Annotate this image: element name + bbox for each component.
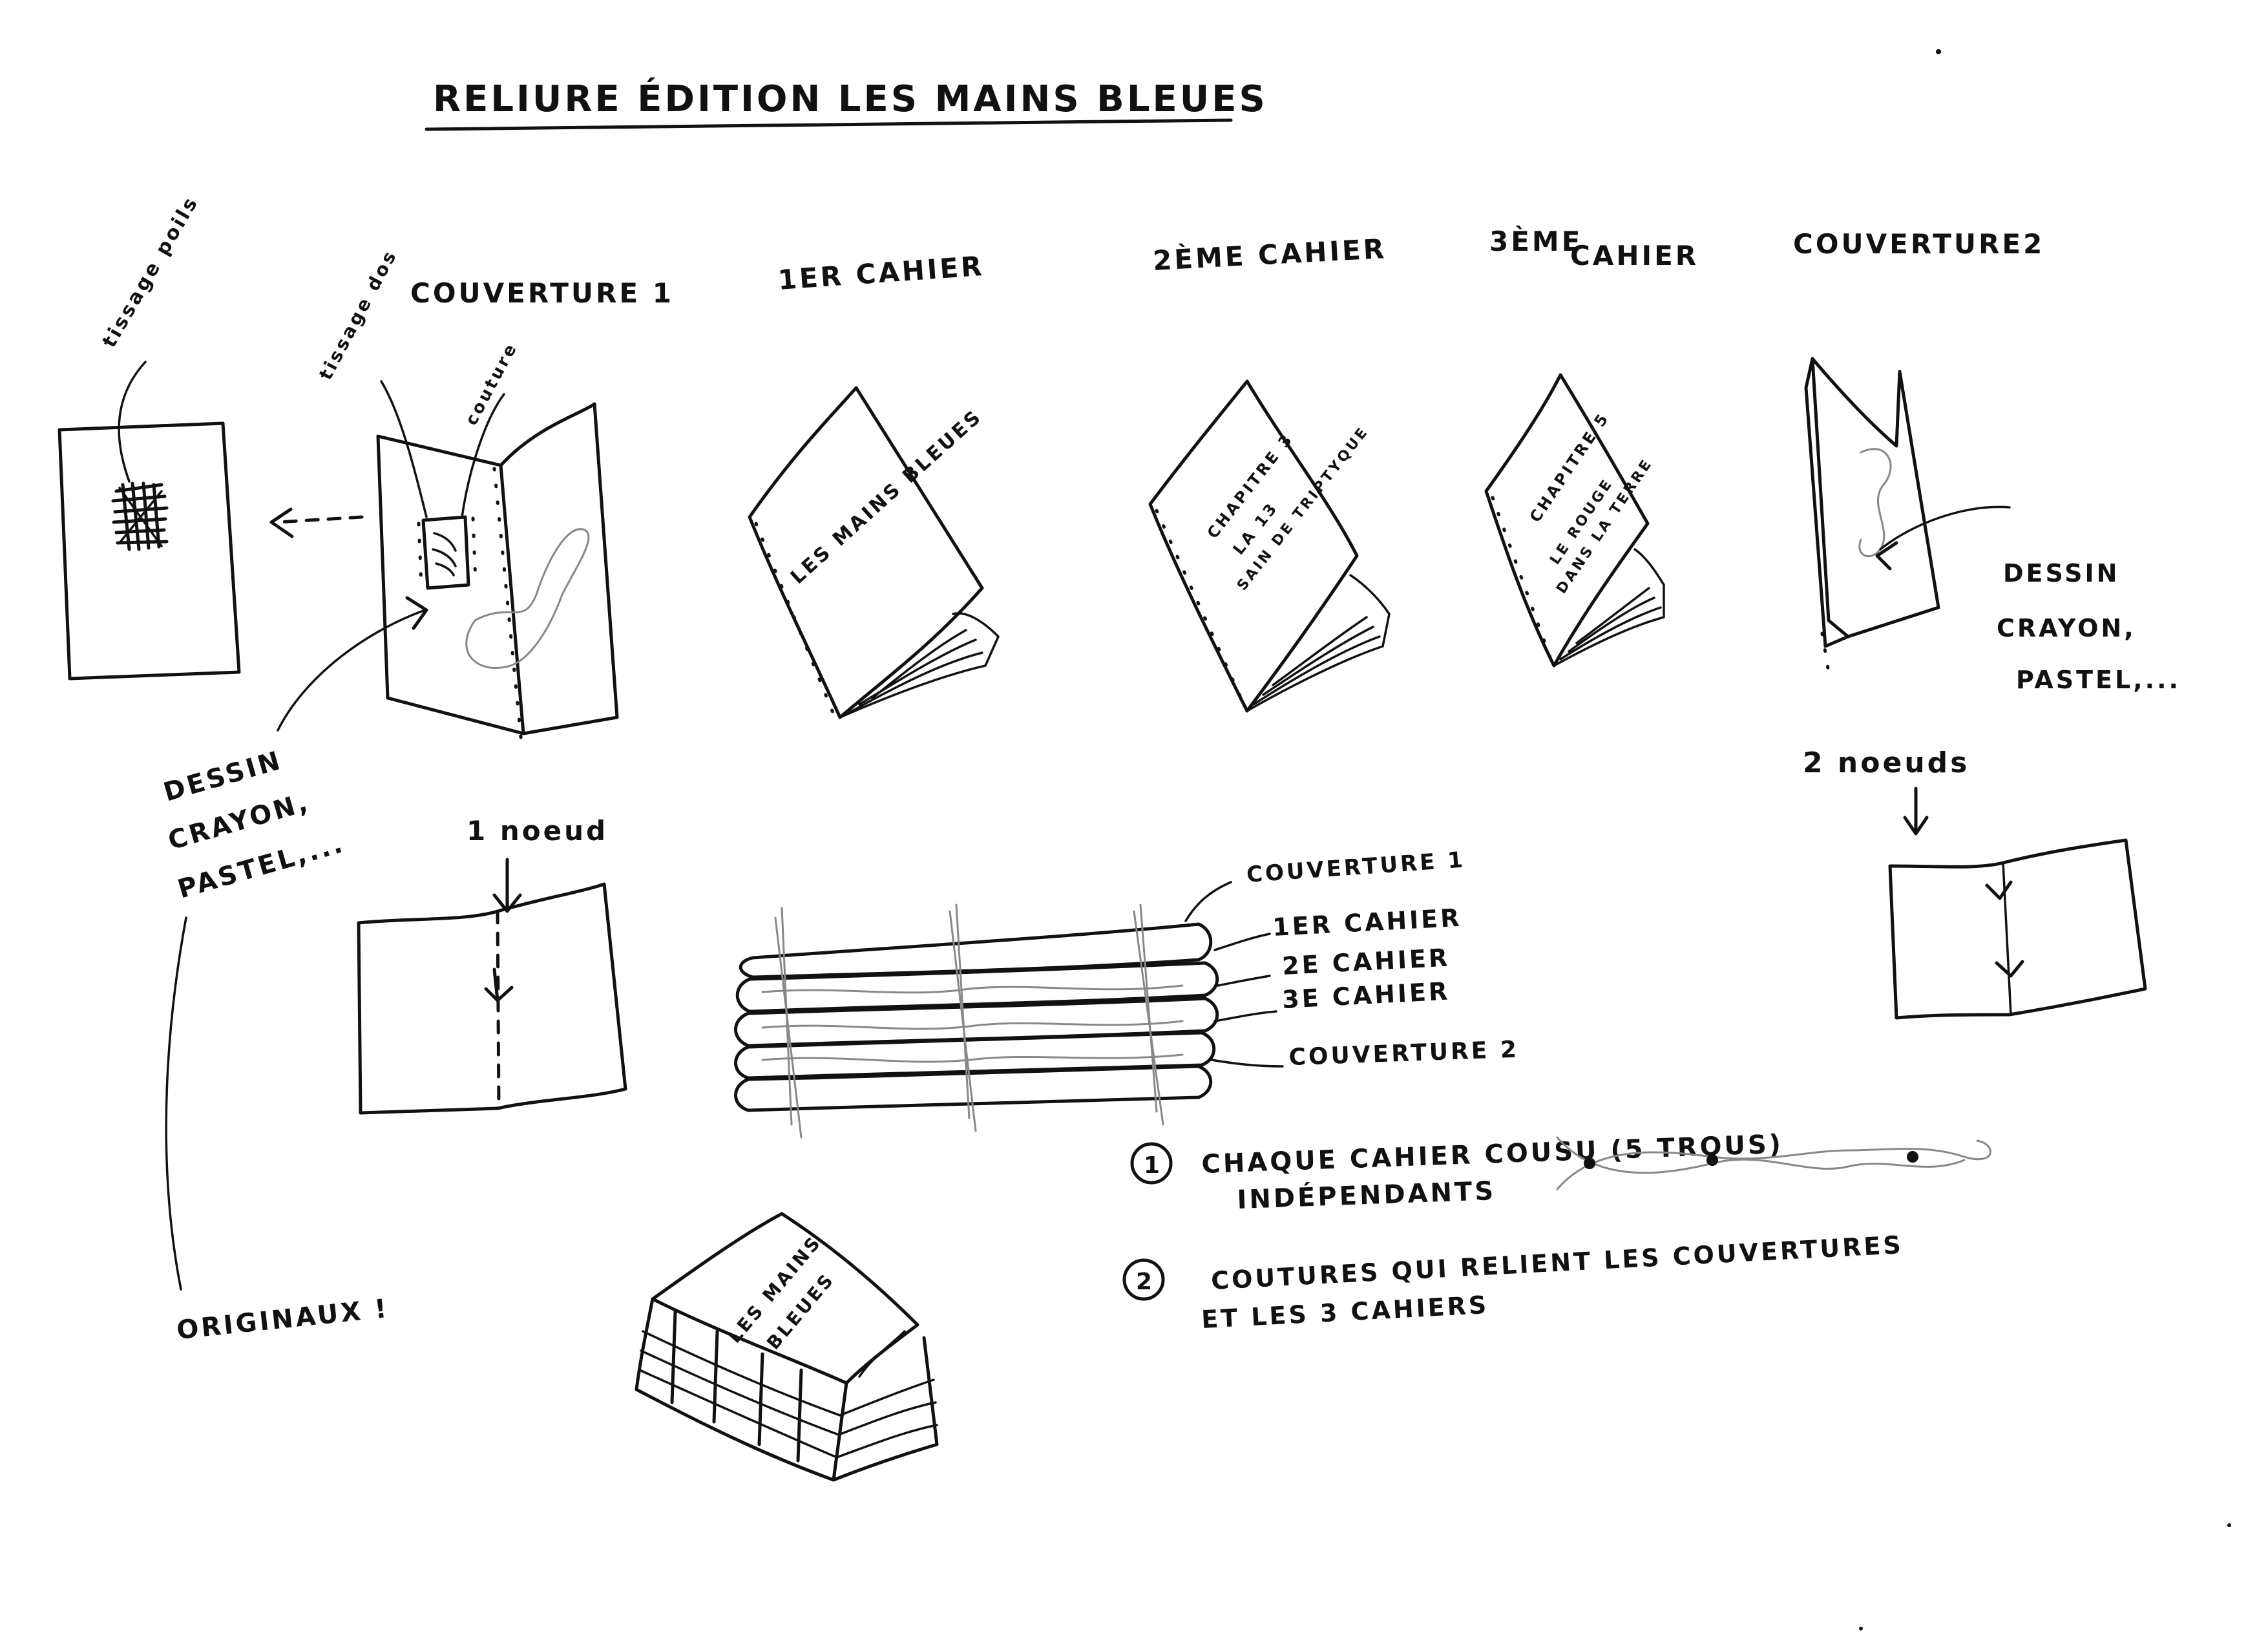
dashed-arrow-head: [269, 507, 294, 538]
label-dessin-right-3: PASTEL,...: [2016, 666, 2181, 694]
stack-label-cahier-3: 3E CAHIER: [1281, 977, 1451, 1014]
note-1-line-2: INDÉPENDANTS: [1237, 1175, 1496, 1215]
note-2-number: 2: [1136, 1269, 1155, 1295]
cahier-1-illustration: [748, 386, 1000, 719]
ink-speck: [2227, 1523, 2231, 1527]
heading-cahier-1: 1ER CAHIER: [777, 250, 985, 296]
label-deux-noeuds: 2 noeuds: [1803, 746, 1969, 779]
heading-cahier-2: 2ÈME CAHIER: [1152, 232, 1387, 277]
heading-cahier-3-num: 3ÈME: [1489, 225, 1582, 257]
dashed-arrow: [276, 515, 364, 524]
stack-label-couverture-2: COUVERTURE 2: [1288, 1037, 1520, 1071]
sewn-stack-illustration: [734, 881, 1284, 1139]
cover-title-cahier-2-l3: SAIN DE TRIPTYQUE: [1234, 423, 1372, 594]
label-tissage-poils: tissage poils: [98, 192, 204, 352]
one-knot-spread-illustration: [357, 858, 627, 1115]
heading-couverture-2: COUVERTURE2: [1793, 228, 2044, 260]
stack-label-cahier-1: 1ER CAHIER: [1272, 903, 1462, 942]
couverture-1-illustration: [277, 380, 619, 752]
label-dessin-right-2: CRAYON,: [1997, 614, 2136, 642]
woven-page-illustration: [58, 361, 241, 681]
note-2-line-1: COUTURES QUI RELIENT LES COUVERTURES: [1210, 1231, 1904, 1295]
stitch-hole: [1706, 1154, 1718, 1166]
title-underline: [425, 118, 1233, 131]
label-un-noeud: 1 noeud: [467, 815, 608, 847]
note-2-line-2: ET LES 3 CAHIERS: [1201, 1291, 1489, 1334]
ink-speck: [1859, 1627, 1863, 1631]
label-tissage-dos: tissage dos: [315, 246, 401, 383]
note-1: 1 CHAQUE CAHIER COUSU (5 TROUS) INDÉPEND…: [1130, 1130, 1991, 1215]
stack-label-cahier-2: 2E CAHIER: [1281, 943, 1451, 980]
two-knot-spread-illustration: 2 noeuds: [1803, 746, 2147, 1020]
heading-couverture-1: COUVERTURE 1: [410, 277, 674, 309]
diagram-title: RELIURE ÉDITION LES MAINS BLEUES: [433, 78, 1268, 120]
heading-cahier-3-word: CAHIER: [1570, 240, 1699, 271]
cahier-3-illustration: [1484, 373, 1665, 668]
note-2: 2 COUTURES QUI RELIENT LES COUVERTURES E…: [1122, 1231, 1904, 1334]
label-originaux: ORIGINAUX !: [175, 1294, 390, 1346]
label-dessin-right-1: DESSIN: [2003, 559, 2119, 587]
final-book-illustration: [635, 1212, 939, 1482]
stitch-hole: [1907, 1151, 1918, 1163]
stitch-hole: [1584, 1157, 1595, 1169]
ink-speck: [1936, 49, 1941, 54]
couverture-2-illustration: [1804, 357, 2011, 674]
stack-label-couverture-1: COUVERTURE 1: [1246, 847, 1466, 888]
note-1-number: 1: [1144, 1152, 1162, 1179]
originaux-pointer: [165, 916, 187, 1291]
cahier-2-illustration: [1148, 379, 1391, 713]
